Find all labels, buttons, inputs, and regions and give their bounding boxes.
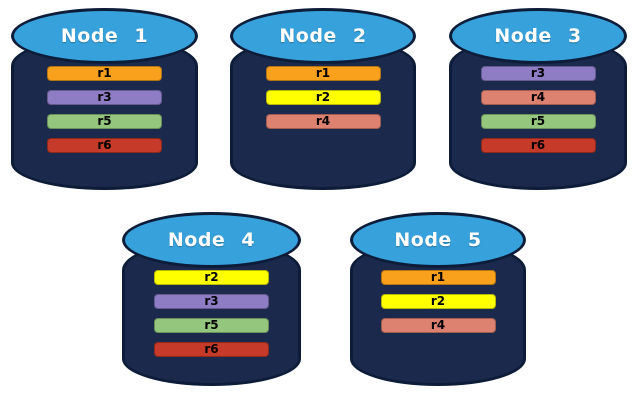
replica-bar-label: r6 <box>204 342 219 357</box>
replica-bar: r5 <box>154 318 269 333</box>
cylinder-top-ellipse: Node 4 <box>122 212 301 268</box>
cylinder-top-ellipse: Node 2 <box>230 8 416 64</box>
replica-list: r2 r3 r5 r6 <box>122 270 301 357</box>
node-title: Node 2 <box>279 25 367 47</box>
cylinder-body <box>122 240 301 386</box>
node-cylinder: Node 1 r1 r3 r5 r6 <box>11 8 198 190</box>
replica-bar: r3 <box>154 294 269 309</box>
replica-bar-label: r5 <box>97 114 112 129</box>
replica-bar-label: r1 <box>430 270 446 285</box>
replica-list: r1 r2 r4 <box>230 66 416 129</box>
node-cylinder: Node 4 r2 r3 r5 r6 <box>122 212 301 386</box>
replica-list: r3 r4 r5 r6 <box>449 66 627 153</box>
replica-bar: r5 <box>47 114 162 129</box>
replica-list: r1 r2 r4 <box>350 270 526 333</box>
cylinder-top-ellipse: Node 5 <box>350 212 526 268</box>
node-title: Node 1 <box>60 25 149 47</box>
replica-bar-label: r2 <box>204 270 219 285</box>
replica-bar: r2 <box>265 90 381 105</box>
replica-bar-label: r3 <box>97 90 112 105</box>
replica-bar: r1 <box>47 66 162 81</box>
replica-bar-label: r4 <box>315 114 331 129</box>
node-cylinder: Node 3 r3 r4 r5 r6 <box>449 8 627 190</box>
replica-bar: r4 <box>380 318 496 333</box>
replica-bar-label: r5 <box>530 114 546 129</box>
replica-bar: r6 <box>47 138 162 153</box>
node-cylinder: Node 5 r1 r2 r4 <box>350 212 526 386</box>
replica-list: r1 r3 r5 r6 <box>11 66 198 153</box>
replica-bar: r6 <box>154 342 269 357</box>
replica-bar: r3 <box>47 90 162 105</box>
replica-bar-label: r4 <box>430 318 446 333</box>
replica-bar: r1 <box>380 270 496 285</box>
replica-bar: r6 <box>480 138 596 153</box>
replica-bar-label: r2 <box>315 90 331 105</box>
cylinder-top-ellipse: Node 3 <box>449 8 627 64</box>
replica-bar-label: r6 <box>530 138 546 153</box>
replica-bar-label: r2 <box>430 294 446 309</box>
replica-bar: r2 <box>154 270 269 285</box>
replica-bar: r2 <box>380 294 496 309</box>
replica-bar: r4 <box>480 90 596 105</box>
node-title: Node 4 <box>167 229 256 251</box>
replica-bar-label: r3 <box>530 66 546 81</box>
node-cylinder: Node 2 r1 r2 r4 <box>230 8 416 190</box>
replica-bar-label: r4 <box>530 90 546 105</box>
replica-bar-label: r1 <box>97 66 112 81</box>
node-title: Node 3 <box>494 25 582 47</box>
replica-bar-label: r3 <box>204 294 219 309</box>
replica-bar: r3 <box>480 66 596 81</box>
replica-bar: r4 <box>265 114 381 129</box>
replica-bar-label: r1 <box>315 66 331 81</box>
replica-bar: r1 <box>265 66 381 81</box>
cylinder-body <box>350 240 526 386</box>
cylinder-top-ellipse: Node 1 <box>11 8 198 64</box>
replica-bar: r5 <box>480 114 596 129</box>
node-title: Node 5 <box>394 229 482 251</box>
replica-bar-label: r6 <box>97 138 112 153</box>
replica-bar-label: r5 <box>204 318 219 333</box>
